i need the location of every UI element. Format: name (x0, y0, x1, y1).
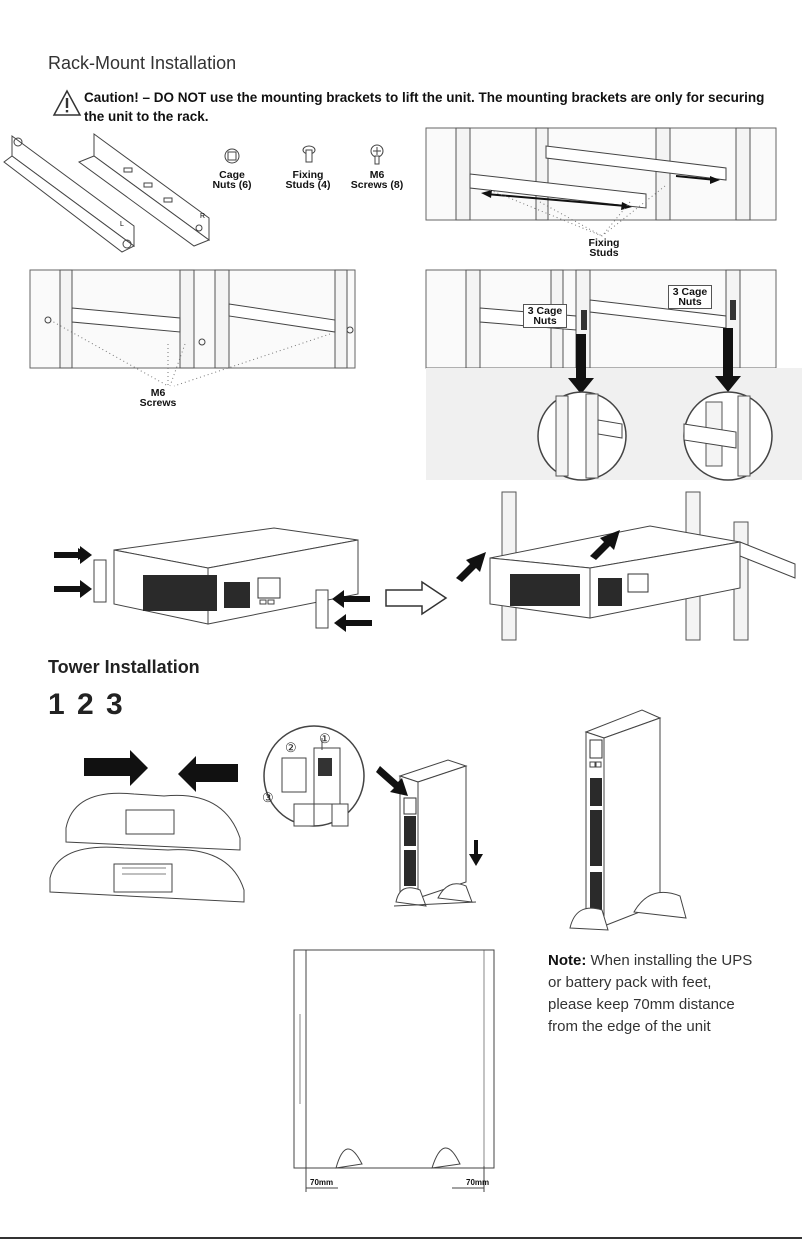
fixing-studs-label: Fixing Studs (4) (280, 169, 336, 191)
step-numbers: 1 2 3 (48, 688, 125, 721)
callout-1: ① (319, 731, 331, 746)
m6-screws-line1: M6 (369, 169, 385, 181)
cage-nuts-left-line2: Nuts (533, 315, 557, 327)
warning-icon (52, 89, 82, 116)
m6-screws-callout-line1: M6 (150, 387, 166, 399)
tower-note: Note: When installing the UPS or battery… (548, 950, 758, 1038)
cage-nut-icon (224, 148, 240, 164)
fixing-studs-line2: Studs (4) (285, 179, 331, 191)
callout-3: ③ (262, 790, 274, 805)
callout-2: ② (285, 740, 297, 755)
cage-nuts-callout-left: 3 Cage Nuts (523, 304, 567, 328)
m6-screws-leaders (49, 319, 331, 387)
tower-complete-figure (569, 709, 687, 931)
m6-screw-icon (370, 144, 384, 165)
cage-nuts-line1: Cage (219, 169, 245, 181)
m6-screws-label: M6 Screws (8) (346, 169, 408, 191)
bracket-letter-r: R (200, 213, 205, 220)
cage-nut-detail-figure (426, 328, 802, 481)
m6-screws-callout-line2: Screws (139, 397, 177, 409)
note-label: Note: (548, 952, 587, 969)
fixing-studs-callout-line2: Studs (589, 247, 619, 259)
m6-screws-callout: M6 Screws (134, 387, 182, 409)
rack-rails-install-figure (425, 127, 777, 221)
cage-nuts-callout-right: 3 Cage Nuts (668, 285, 712, 309)
rack-section-title: Rack-Mount Installation (48, 53, 237, 73)
next-step-arrow-icon (385, 580, 448, 616)
fixing-studs-callout-line1: Fixing (588, 237, 620, 249)
cage-nuts-right-line1: 3 Cage (672, 286, 708, 298)
cage-nuts-left-line1: 3 Cage (527, 305, 563, 317)
cage-nuts-line2: Nuts (6) (212, 179, 252, 191)
m6-screws-line2: Screws (8) (350, 179, 404, 191)
fixing-studs-leaders (489, 185, 666, 237)
fixing-studs-callout: Fixing Studs (580, 237, 628, 259)
ups-in-rack-figure (456, 491, 796, 641)
fixing-stud-icon (302, 145, 316, 163)
ups-brackets-figure (54, 527, 372, 632)
rack-screws-figure (29, 269, 356, 369)
tower-feet-figure (49, 750, 245, 903)
rail-kit-illustration: L R (3, 133, 211, 253)
cage-nuts-label: Cage Nuts (6) (206, 169, 258, 191)
bracket-letter-l: L (120, 221, 124, 228)
panel-detail-figure (263, 725, 365, 827)
page-bottom-rule (0, 1237, 802, 1239)
dimension-right: 70mm (466, 1178, 490, 1187)
dimension-left: 70mm (310, 1178, 334, 1187)
cage-nuts-right-line2: Nuts (678, 296, 702, 308)
fixing-studs-line1: Fixing (292, 169, 324, 181)
tower-assembly-figure (376, 759, 483, 907)
caution-text: Caution! – DO NOT use the mounting brack… (84, 90, 765, 124)
note-text: When installing the UPS or battery pack … (548, 952, 753, 1035)
cage-nuts-figure (425, 269, 777, 369)
tower-section-title: Tower Installation (48, 657, 200, 677)
side-view-dimension-figure (293, 949, 495, 1192)
